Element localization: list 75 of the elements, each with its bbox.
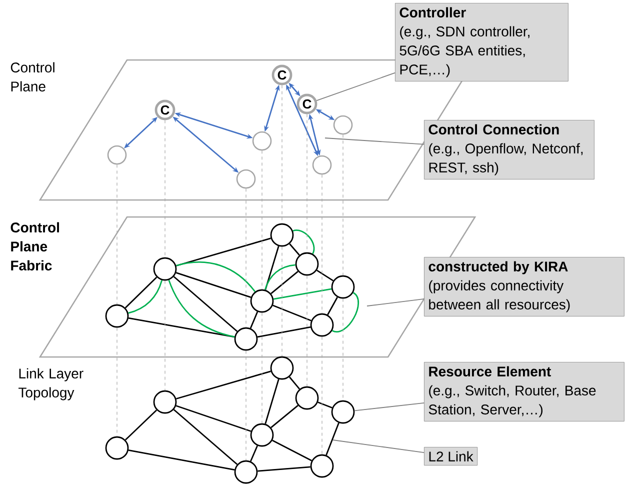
resource-node bbox=[331, 275, 355, 299]
projection-line bbox=[306, 275, 308, 387]
resource-node bbox=[250, 289, 274, 313]
resource-node bbox=[295, 252, 319, 276]
link-line bbox=[326, 422, 340, 456]
fabric-path bbox=[332, 292, 359, 332]
resource-node bbox=[310, 454, 334, 478]
projection-line bbox=[116, 164, 118, 305]
resource-node bbox=[295, 386, 319, 410]
link-line bbox=[176, 272, 252, 298]
link-line bbox=[318, 402, 332, 408]
resource-node bbox=[153, 257, 177, 281]
callout-box: Controller (e.g., SDN controller, 5G/6G SBA entities, PCE,…) bbox=[395, 3, 568, 82]
layer-label: Control Plane bbox=[10, 62, 54, 92]
fabric-path bbox=[168, 280, 235, 338]
controller-node: C bbox=[154, 100, 176, 120]
resource-node bbox=[105, 304, 129, 328]
resource-node bbox=[234, 327, 258, 351]
resource-node bbox=[250, 423, 274, 447]
callout-box: Control Connection (e.g., Openflow, Netconf, REST, ssh) bbox=[424, 120, 594, 180]
link-line bbox=[128, 317, 235, 338]
leader-line bbox=[324, 138, 424, 145]
network-node bbox=[312, 155, 332, 175]
fabric-path bbox=[292, 230, 315, 254]
link-line bbox=[250, 312, 258, 328]
controller-node: C bbox=[272, 64, 292, 86]
link-line bbox=[272, 440, 312, 462]
link-line bbox=[289, 243, 300, 256]
link-line bbox=[124, 410, 158, 440]
projection-line bbox=[164, 280, 166, 391]
link-line bbox=[264, 379, 280, 424]
resource-node bbox=[153, 390, 177, 414]
fabric-path bbox=[176, 261, 256, 292]
callout-box: L2 Link bbox=[424, 447, 478, 466]
leader-line bbox=[332, 440, 424, 454]
fabric-path bbox=[264, 264, 296, 290]
link-line bbox=[270, 270, 298, 294]
projection-line bbox=[342, 134, 344, 276]
leader-line bbox=[366, 298, 424, 306]
link-line bbox=[176, 405, 252, 432]
layer-label: Control Plane Fabric bbox=[10, 222, 59, 270]
resource-node bbox=[331, 400, 355, 424]
callout-box: Resource Element (e.g., Switch, Router, Base Station, Server,…) bbox=[424, 362, 624, 422]
link-line bbox=[173, 409, 238, 465]
link-line bbox=[264, 246, 280, 290]
leader-line bbox=[354, 402, 424, 412]
link-line bbox=[173, 276, 238, 332]
layer-label: Link Layer Topology bbox=[18, 368, 84, 400]
network-node bbox=[252, 131, 272, 151]
resource-node bbox=[270, 223, 294, 247]
network-node bbox=[333, 115, 353, 135]
link-line bbox=[176, 370, 271, 400]
callout-box: constructed by KIRA (provides connectivity between all resources) bbox=[424, 257, 624, 316]
projection-line bbox=[116, 327, 118, 437]
resource-node bbox=[310, 313, 334, 337]
link-line bbox=[272, 304, 312, 322]
resource-node bbox=[105, 436, 129, 460]
link-line bbox=[327, 296, 338, 316]
fabric-path bbox=[273, 288, 332, 300]
leader-line bbox=[316, 72, 396, 102]
fabric-path bbox=[128, 280, 163, 314]
link-line bbox=[250, 445, 258, 462]
link-line bbox=[270, 404, 298, 428]
controller-node: C bbox=[296, 94, 318, 114]
link-line bbox=[124, 276, 158, 308]
link-line bbox=[316, 270, 334, 282]
resource-node bbox=[234, 460, 258, 484]
network-node bbox=[236, 169, 256, 189]
link-line bbox=[176, 238, 271, 266]
network-node bbox=[107, 145, 127, 165]
link-line bbox=[258, 466, 310, 472]
resource-node bbox=[270, 356, 294, 380]
link-line bbox=[288, 376, 300, 390]
link-line bbox=[257, 326, 311, 338]
link-line bbox=[128, 449, 235, 471]
